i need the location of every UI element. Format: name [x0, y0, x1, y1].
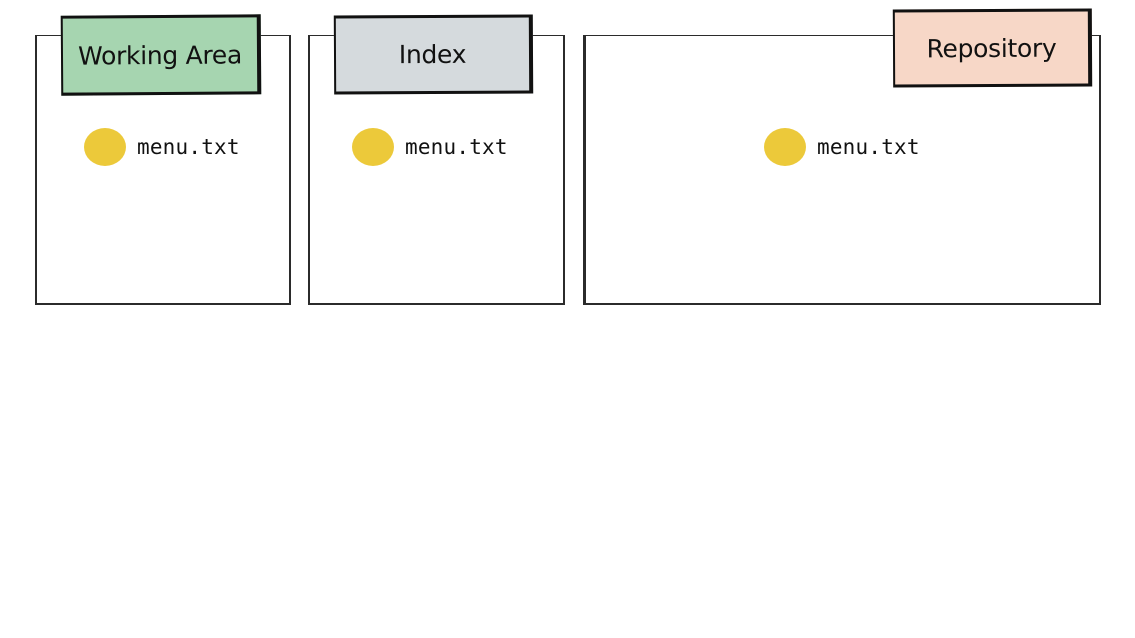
working-area-file: menu.txt: [84, 128, 240, 166]
index-file-name: menu.txt: [405, 135, 508, 159]
file-dot-icon: [352, 128, 394, 166]
file-dot-icon: [84, 128, 126, 166]
repository-label: Repository: [926, 33, 1057, 63]
repository-file-name: menu.txt: [817, 135, 920, 159]
index-label: Index: [398, 39, 467, 70]
working-area-file-name: menu.txt: [137, 135, 240, 159]
working-area-label: Working Area: [77, 39, 243, 71]
index-file: menu.txt: [352, 128, 508, 166]
repository-file: menu.txt: [764, 128, 920, 166]
repository-tab: Repository: [892, 8, 1093, 88]
working-area-tab: Working Area: [60, 14, 262, 96]
index-tab: Index: [333, 14, 534, 95]
file-dot-icon: [764, 128, 806, 166]
